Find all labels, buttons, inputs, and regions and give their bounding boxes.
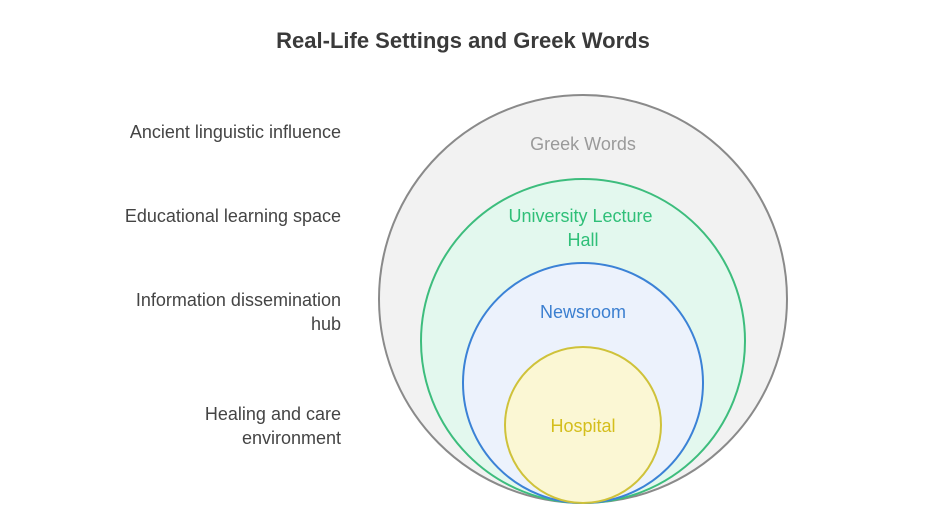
label-university-lecture-hall: University Lecture Hall <box>508 206 657 250</box>
diagram-title: Real-Life Settings and Greek Words <box>276 28 650 53</box>
label-greek-words: Greek Words <box>530 134 636 154</box>
description-hospital: Healing and care environment <box>204 404 341 448</box>
description-newsroom: Information dissemination hub <box>135 290 341 334</box>
label-newsroom: Newsroom <box>540 302 626 322</box>
description-greek-words: Ancient linguistic influence <box>129 122 341 142</box>
circle-hospital <box>504 346 662 504</box>
label-hospital: Hospital <box>550 416 615 436</box>
description-university-lecture-hall: Educational learning space <box>124 206 341 226</box>
